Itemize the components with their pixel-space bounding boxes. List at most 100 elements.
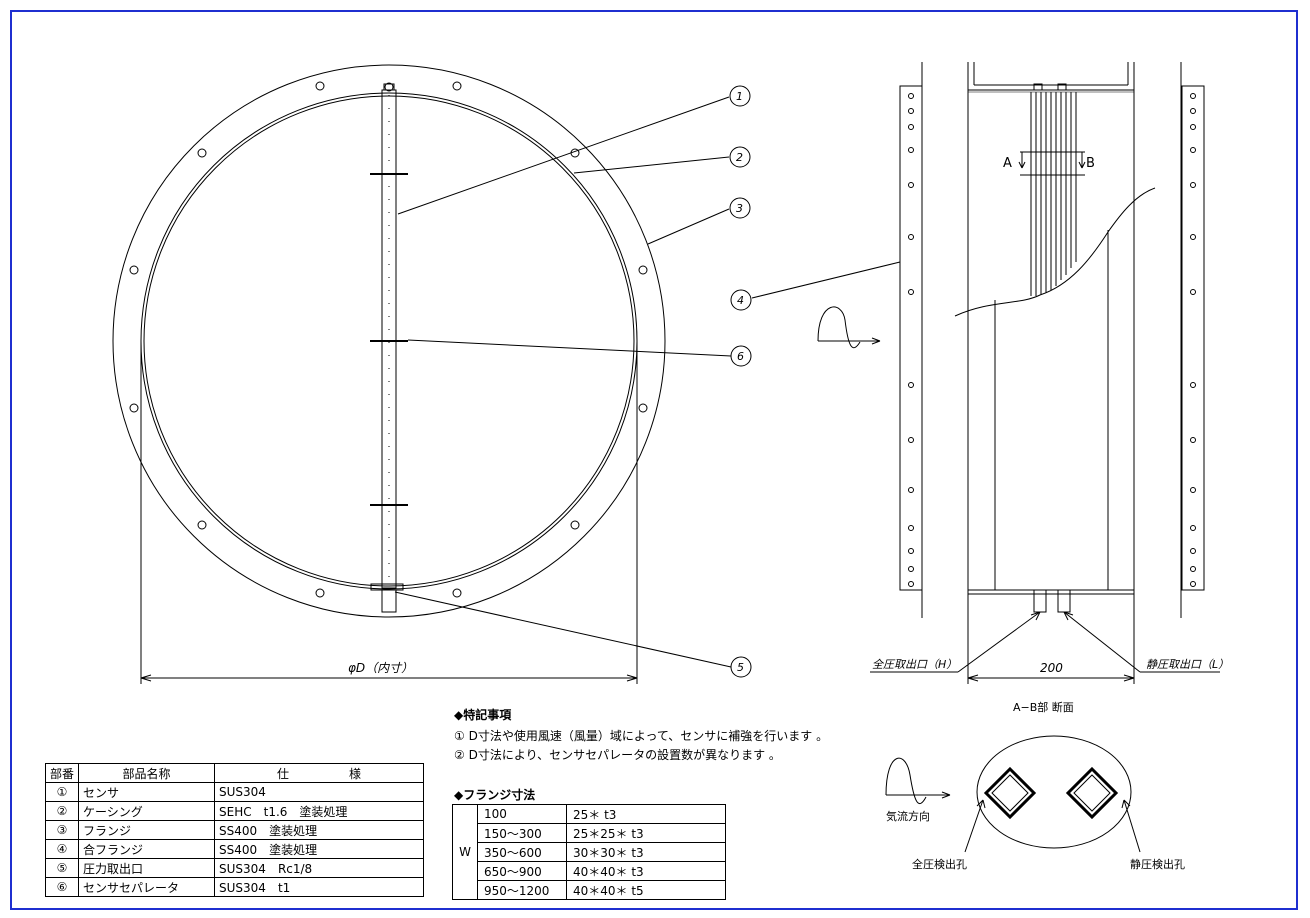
- part-name: ケーシング: [78, 801, 216, 821]
- part-spec: SEHC t1.6 塗装処理: [214, 801, 425, 821]
- diameter-dimension: φD（内寸）: [348, 661, 413, 675]
- left-flange-hole: [908, 289, 914, 295]
- section-a-label: A: [1003, 156, 1012, 171]
- right-flange-hole: [1190, 548, 1196, 554]
- right-flange-hole: [1190, 182, 1196, 188]
- part-spec: SUS304: [214, 782, 425, 802]
- flange-size: 30＊30＊ t3: [566, 842, 726, 862]
- drawing-border: [10, 10, 1298, 910]
- flange-range: 650～900: [477, 861, 567, 881]
- header-name: 部品名称: [78, 763, 216, 783]
- left-flange-hole: [908, 234, 914, 240]
- total-pressure-hole-label: 全圧検出孔: [912, 857, 967, 871]
- part-no: ②: [44, 801, 80, 821]
- flange-range: 950～1200: [477, 880, 567, 900]
- flange-outer-circle: [112, 64, 666, 618]
- flange-table: W 100 25＊ t3 150～300 25＊25＊ t3 350～600 3…: [452, 804, 726, 900]
- part-name: フランジ: [78, 820, 216, 840]
- airflow-direction-label: 気流方向: [886, 809, 930, 823]
- left-flange-hole: [908, 108, 914, 114]
- left-flange-hole: [908, 382, 914, 388]
- flange-size: 25＊25＊ t3: [566, 823, 726, 843]
- right-flange-hole: [1190, 382, 1196, 388]
- sensor-bar: [381, 89, 397, 589]
- section-ellipse: [976, 735, 1132, 849]
- left-flange-hole: [908, 147, 914, 153]
- left-flange-hole: [908, 437, 914, 443]
- part-spec: SUS304 t1: [214, 877, 425, 897]
- sensor-tubes: [1030, 92, 1077, 296]
- section-title: A−B部 断面: [1013, 700, 1074, 714]
- left-flange-hole: [908, 566, 914, 572]
- left-flange-hole: [908, 548, 914, 554]
- part-name: センサ: [78, 782, 216, 802]
- right-flange-hole: [1190, 234, 1196, 240]
- static-pressure-hole-label: 静圧検出孔: [1130, 857, 1185, 871]
- table-row: ④ 合フランジ SS400 塗装処理: [44, 839, 425, 859]
- flange-bolt-holes: [129, 81, 648, 598]
- flange-range: 100: [477, 804, 567, 824]
- static-pressure-outlet-label: 静圧取出口（L）: [1146, 658, 1229, 671]
- right-flange-hole: [1190, 525, 1196, 531]
- table-row: W 100 25＊ t3: [452, 804, 726, 900]
- header-spec: 仕 様: [214, 763, 425, 783]
- left-flange-hole: [908, 124, 914, 130]
- right-flange-hole: [1190, 108, 1196, 114]
- part-spec: SS400 塗装処理: [214, 839, 425, 859]
- flange-size: 25＊ t3: [566, 804, 726, 824]
- flange-size: 40＊40＊ t5: [566, 880, 726, 900]
- note-item-1: ① D寸法や使用風速（風量）域によって、センサに補強を行います 。: [454, 729, 829, 743]
- part-no: ⑥: [44, 877, 80, 897]
- notes-title: ◆特記事項: [454, 708, 512, 722]
- parts-table: 部番 部品名称 仕 様 ① センサ SUS304 ② ケーシング SEHC t1…: [44, 763, 425, 897]
- table-row: 950～1200 40＊40＊ t5: [453, 880, 726, 900]
- balloon-3-label: 3: [736, 202, 743, 215]
- right-flange-hole: [1190, 289, 1196, 295]
- balloon-4-label: 4: [737, 294, 744, 307]
- balloon-6-label: 6: [737, 350, 744, 363]
- part-no: ③: [44, 820, 80, 840]
- table-row: 350～600 30＊30＊ t3: [453, 842, 726, 862]
- right-flange: [1181, 85, 1205, 591]
- left-flange-hole: [908, 525, 914, 531]
- left-flange-hole: [908, 182, 914, 188]
- part-name: 合フランジ: [78, 839, 216, 859]
- section-b-label: B: [1086, 156, 1095, 171]
- balloons: [729, 85, 752, 678]
- header-no: 部番: [44, 763, 80, 783]
- detection-hole-static: [1065, 766, 1119, 820]
- part-no: ④: [44, 839, 80, 859]
- detection-hole-total: [983, 766, 1037, 820]
- right-flange-hole: [1190, 93, 1196, 99]
- left-flange: [899, 85, 923, 591]
- flange-range: 350～600: [477, 842, 567, 862]
- flange-row-label: W: [452, 804, 478, 900]
- flange-table-title: ◆フランジ寸法: [454, 788, 536, 802]
- right-flange-hole: [1190, 124, 1196, 130]
- right-flange-hole: [1190, 487, 1196, 493]
- balloon-2-label: 2: [736, 151, 743, 164]
- note-item-2: ② D寸法により、センサセパレータの設置数が異なります 。: [454, 748, 781, 762]
- outlet-static: [1057, 589, 1071, 613]
- part-no: ⑤: [44, 858, 80, 878]
- left-flange-hole: [908, 93, 914, 99]
- balloon-1-label: 1: [736, 90, 743, 103]
- table-row: ⑥ センサセパレータ SUS304 t1: [44, 877, 425, 897]
- table-row: 650～900 40＊40＊ t3: [453, 861, 726, 881]
- table-row: 150～300 25＊25＊ t3: [453, 823, 726, 843]
- flange-range: 150～300: [477, 823, 567, 843]
- pressure-outlet-front: [381, 589, 397, 613]
- flange-size: 40＊40＊ t3: [566, 861, 726, 881]
- part-name: センサセパレータ: [78, 877, 216, 897]
- part-spec: SS400 塗装処理: [214, 820, 425, 840]
- width-dimension: 200: [1040, 661, 1063, 675]
- parts-table-header: 部番 部品名称 仕 様: [44, 763, 425, 783]
- left-flange-hole: [908, 581, 914, 587]
- outlet-total: [1033, 589, 1047, 613]
- left-flange-hole: [908, 487, 914, 493]
- table-row: ③ フランジ SS400 塗装処理: [44, 820, 425, 840]
- balloon-5-label: 5: [737, 661, 744, 674]
- part-name: 圧力取出口: [78, 858, 216, 878]
- right-flange-hole: [1190, 581, 1196, 587]
- table-row: ② ケーシング SEHC t1.6 塗装処理: [44, 801, 425, 821]
